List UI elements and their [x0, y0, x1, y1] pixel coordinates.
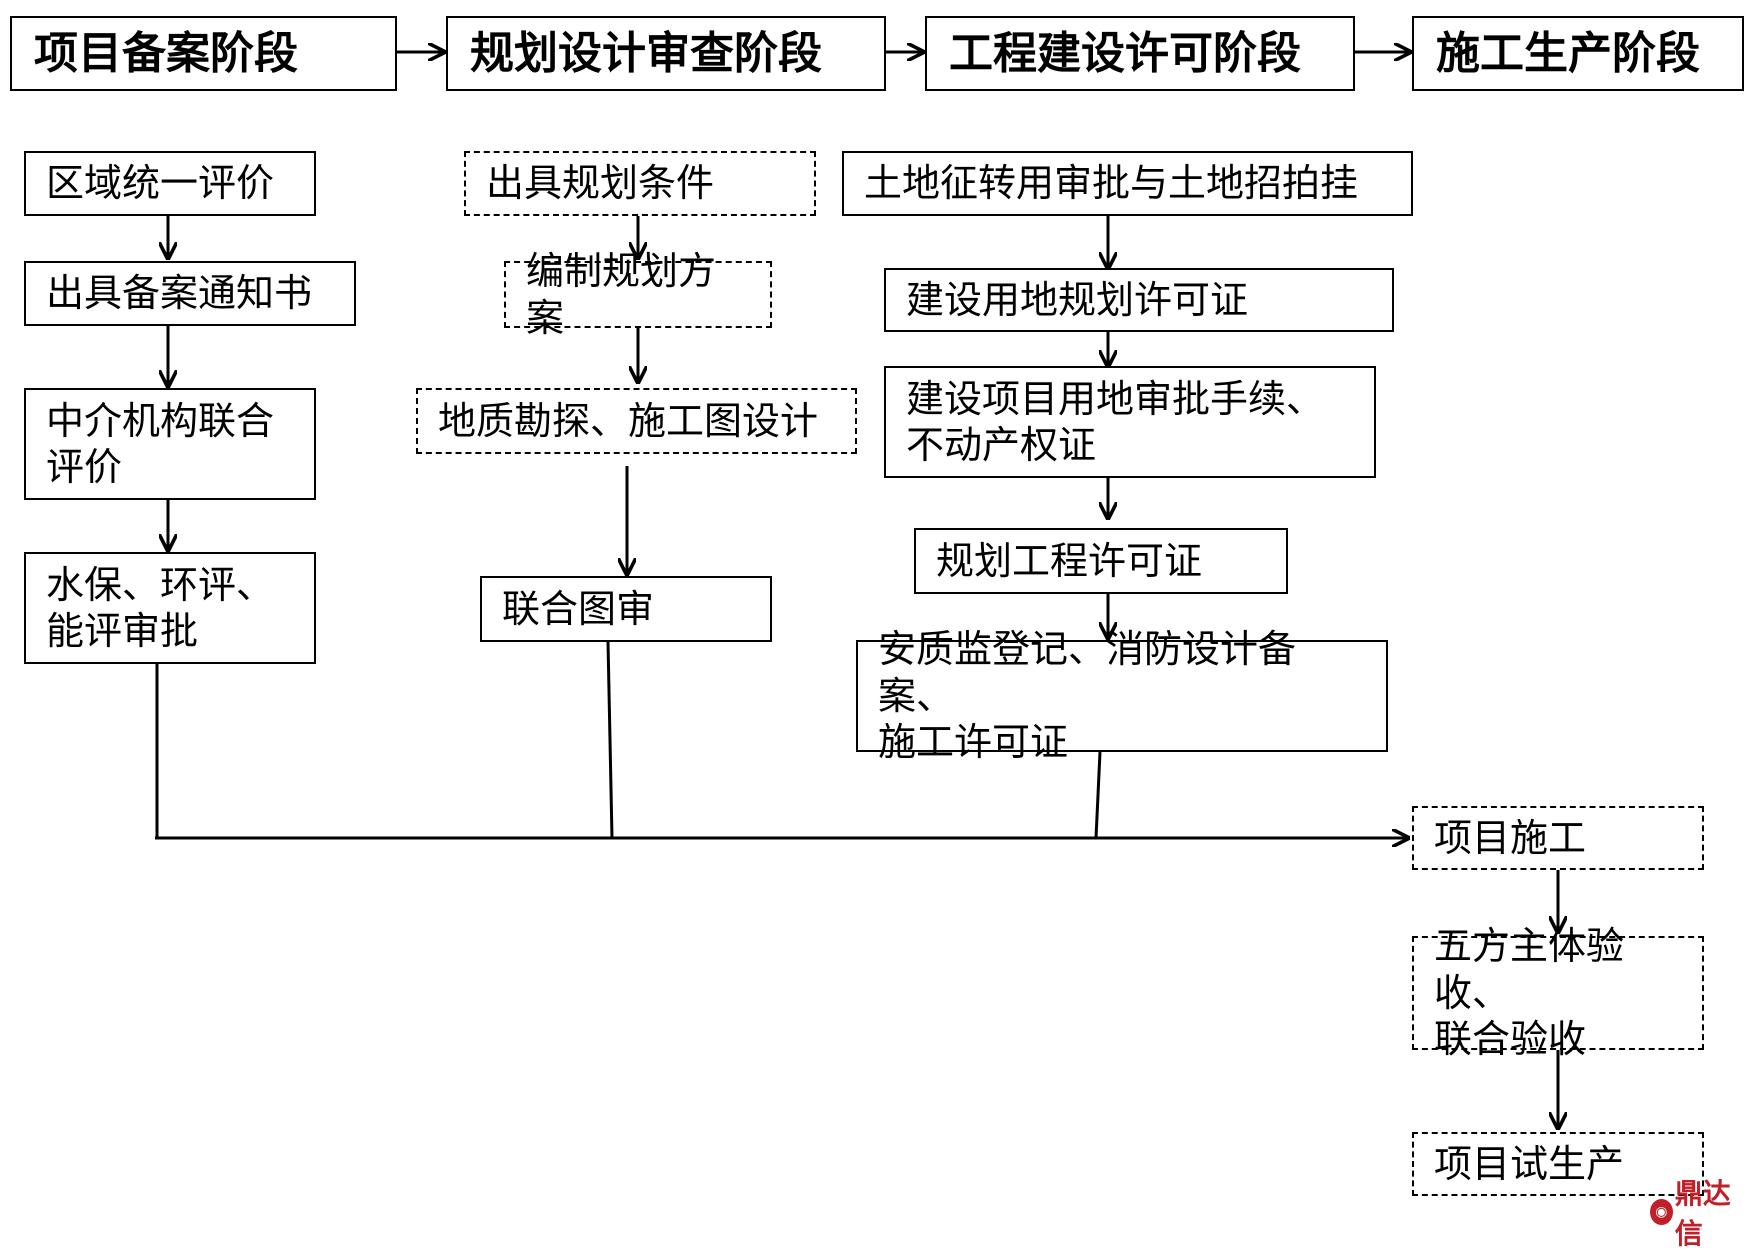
box-filing-notice: 出具备案通知书	[24, 261, 356, 326]
flow-connectors	[155, 0, 1748, 1213]
box-environment-approvals: 水保、环评、 能评审批	[24, 552, 316, 664]
box-planning-conditions: 出具规划条件	[464, 151, 816, 216]
box-joint-drawing-review: 联合图审	[480, 576, 772, 642]
box-acceptance-inspection: 五方主体验收、 联合验收	[1412, 924, 1704, 1061]
box-land-approval-property: 建设项目用地审批手续、 不动产权证	[884, 366, 1376, 478]
box-project-construction: 项目施工	[1412, 806, 1704, 870]
watermark-logo-icon: ◉	[1650, 1199, 1673, 1225]
stage-planning-design-review: 规划设计审查阶段	[446, 16, 886, 91]
box-land-planning-permit: 建设用地规划许可证	[884, 268, 1394, 332]
stage-construction-production: 施工生产阶段	[1412, 16, 1744, 91]
box-planning-scheme: 编制规划方案	[504, 249, 772, 340]
box-survey-construction-drawing: 地质勘探、施工图设计	[416, 388, 857, 454]
box-land-approval-auction: 土地征转用审批与土地招拍挂	[842, 151, 1413, 216]
watermark-text: 鼎达信	[1674, 1177, 1731, 1250]
merge-c2	[606, 641, 614, 839]
watermark: ◉ 鼎达信	[1650, 1172, 1748, 1252]
box-engineering-planning-permit: 规划工程许可证	[914, 528, 1288, 594]
box-regional-evaluation: 区域统一评价	[24, 151, 316, 216]
stage-construction-permit: 工程建设许可阶段	[925, 16, 1355, 91]
box-trial-production: 项目试生产	[1412, 1132, 1704, 1196]
box-safety-fire-construction-permit: 安质监登记、消防设计备案、 施工许可证	[856, 627, 1388, 764]
merge-c3	[1094, 751, 1102, 839]
stage-project-filing: 项目备案阶段	[10, 16, 397, 91]
box-joint-agency-evaluation: 中介机构联合 评价	[24, 388, 316, 500]
